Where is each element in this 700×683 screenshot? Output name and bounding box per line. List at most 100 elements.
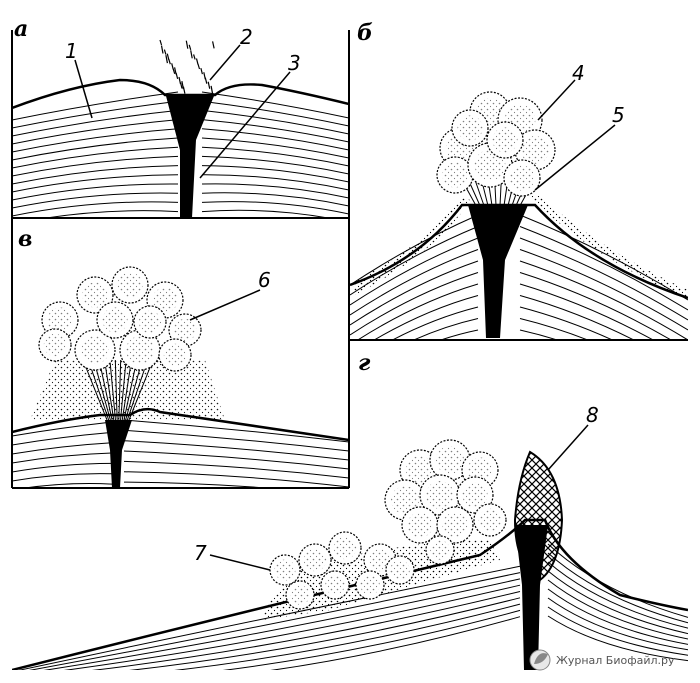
gas-streak (210, 85, 214, 95)
panel-g-surface (12, 518, 688, 670)
leaf-logo-icon (529, 649, 551, 671)
stratum-line (350, 214, 479, 286)
cloud-puff-shade (173, 318, 197, 342)
cloud-puff-shade (138, 310, 162, 334)
cloud-puff-shade (462, 482, 488, 508)
cloud-puff-shade (467, 457, 493, 483)
stratum-line (43, 578, 521, 670)
gas-streak (179, 82, 183, 89)
cloud-puff-shade (368, 548, 392, 572)
stratum-line (201, 183, 349, 199)
cloud-puff-shade (509, 165, 535, 191)
cloud-puff-shade (102, 307, 128, 333)
stratum-line (547, 588, 688, 645)
stratum-line (123, 481, 273, 488)
column-streak (494, 181, 498, 223)
stratum-line (519, 329, 559, 340)
stratum-line (202, 219, 349, 230)
cloud-puff-shade (478, 508, 502, 532)
column-streak (120, 359, 132, 431)
cloud-puff-shade (43, 333, 67, 357)
stratum-line (519, 295, 635, 340)
stratum-line (12, 165, 179, 185)
panel-a (12, 39, 349, 240)
cloud-puff-shade (521, 136, 549, 164)
callout-2: 2 (240, 25, 253, 49)
stratum-line (123, 460, 349, 479)
cloud-puff-shade (81, 336, 109, 364)
column-streak (468, 181, 488, 223)
stratum-line (12, 228, 178, 240)
stratum-line (201, 137, 349, 159)
stratum-line (350, 249, 479, 316)
column-streak (93, 359, 114, 431)
panel-b-strata (350, 214, 688, 411)
cloud-puff-shade (492, 127, 518, 153)
leader-lines (74, 44, 616, 571)
stratum-line (350, 260, 479, 326)
stratum-line (519, 249, 688, 331)
stratum-line (519, 272, 673, 340)
cloud-puff-shade (303, 548, 327, 572)
stratum-line (519, 306, 614, 340)
cloud-puff-shade (430, 540, 450, 560)
callout-8: 8 (586, 403, 599, 427)
gas-streak (172, 68, 176, 74)
gas-streak (197, 63, 201, 70)
panel-v-eruption-cloud (38, 266, 202, 372)
panel-v-vent (105, 420, 132, 488)
stratum-line (350, 237, 479, 306)
column-streak (109, 359, 117, 431)
cloud-puff-shade (290, 585, 310, 605)
stratum-line (12, 431, 113, 446)
stratum-line (12, 91, 179, 121)
column-streak (87, 359, 113, 431)
panel-b-letter: б (357, 20, 373, 46)
cloud-puff-shade (126, 336, 154, 364)
column-streak (481, 181, 493, 223)
gas-streak (207, 81, 211, 89)
column-streak (118, 359, 122, 431)
column-streak (114, 359, 118, 431)
stratum-line (547, 597, 688, 651)
column-streak (98, 359, 115, 431)
cloud-puff-shade (82, 282, 108, 308)
stratum-line (12, 192, 179, 209)
cloud-puff-shade (426, 481, 454, 509)
column-streak (122, 359, 143, 431)
panel-g-lateral-cloud (269, 531, 415, 610)
stratum-line (12, 462, 113, 473)
stratum-line (547, 579, 688, 640)
stratum-line (412, 318, 479, 340)
gas-streak (193, 54, 196, 60)
panel-a-surface (12, 78, 349, 110)
stratum-line (201, 100, 349, 127)
panel-v-strata (12, 419, 349, 488)
panel-a-strata (12, 91, 349, 240)
stratum-line (12, 119, 179, 145)
stratum-line (123, 429, 349, 452)
stratum-line (12, 109, 179, 137)
stratum-line (12, 219, 178, 232)
cloud-puff-shade (390, 560, 410, 580)
stratum-line (547, 552, 688, 624)
cloud-puff-shade (163, 343, 187, 367)
panel-v-surface (12, 407, 349, 442)
cloud-puff-shade (333, 536, 357, 560)
cloud-puff-shade (117, 272, 143, 298)
stratum-line (547, 606, 688, 656)
stratum-line (520, 342, 688, 411)
stratum-line (12, 421, 113, 437)
stratum-line (201, 192, 349, 207)
stratum-line (12, 128, 179, 153)
stratum-line (201, 174, 349, 191)
stratum-line (21, 483, 113, 488)
panel-b-ash-cone-right (530, 196, 688, 300)
panel-v-eruption-column (82, 359, 154, 431)
callout-1: 1 (65, 39, 78, 63)
stratum-line (128, 597, 521, 670)
stratum-line (519, 318, 590, 340)
panel-v-letter: в (18, 226, 32, 252)
cloud-puff-shade (436, 446, 464, 474)
